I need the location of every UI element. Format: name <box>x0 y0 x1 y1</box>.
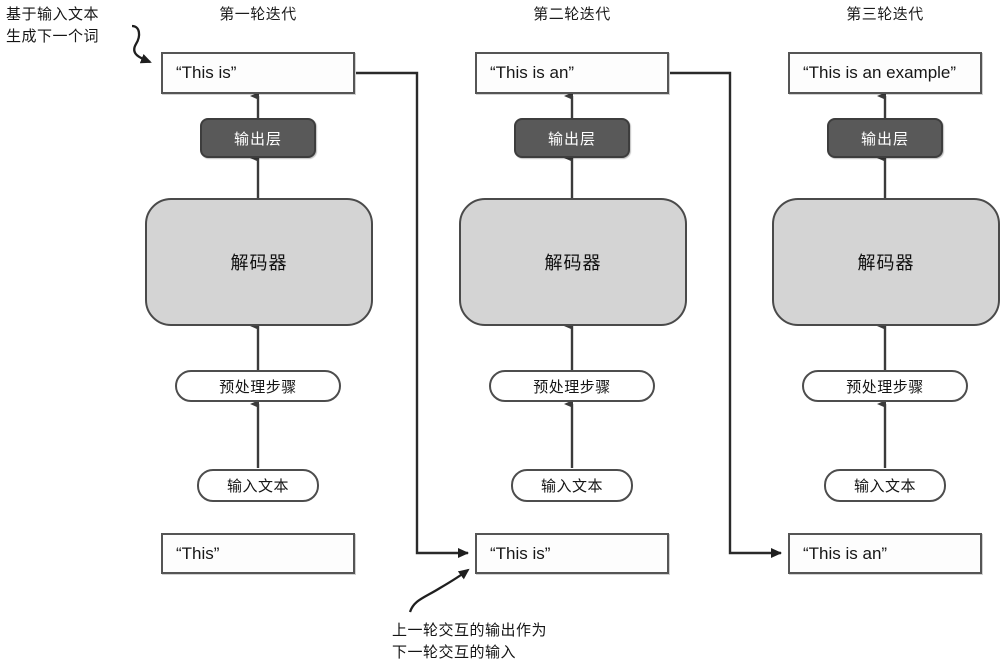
decoder-block-iteration-2: 解码器 <box>459 198 687 326</box>
curved-arrow-note-to-input-box <box>408 568 470 613</box>
output-layer-box-iteration-1: 输出层 <box>200 118 316 158</box>
input-prompt-box-iteration-1: “This” <box>161 533 355 574</box>
note-generate-next-word: 基于输入文本 生成下一个词 <box>6 6 100 45</box>
output-layer-box-iteration-3: 输出层 <box>827 118 943 158</box>
output-layer-box-iteration-2: 输出层 <box>514 118 630 158</box>
column-header-iteration-3: 第三轮迭代 <box>846 5 924 23</box>
column-header-iteration-2: 第二轮迭代 <box>533 5 611 23</box>
decoder-block-iteration-1: 解码器 <box>145 198 373 326</box>
input-prompt-box-iteration-2: “This is” <box>475 533 669 574</box>
decoder-block-iteration-3: 解码器 <box>772 198 1000 326</box>
input-prompt-box-iteration-3: “This is an” <box>788 533 982 574</box>
preprocess-box-iteration-2: 预处理步骤 <box>489 370 655 402</box>
feedback-connector-col1-to-col2 <box>356 71 469 558</box>
feedback-connector-col2-to-col3 <box>670 71 782 558</box>
generated-output-box-iteration-1: “This is” <box>161 52 355 94</box>
preprocess-box-iteration-3: 预处理步骤 <box>802 370 968 402</box>
curved-arrow-note-to-generated-box <box>131 24 152 64</box>
note-output-becomes-next-input: 上一轮交互的输出作为 下一轮交互的输入 <box>392 622 548 661</box>
preprocess-box-iteration-1: 预处理步骤 <box>175 370 341 402</box>
generated-output-box-iteration-2: “This is an” <box>475 52 669 94</box>
generated-output-box-iteration-3: “This is an example” <box>788 52 982 94</box>
input-text-box-iteration-2: 输入文本 <box>511 469 633 502</box>
input-text-box-iteration-3: 输入文本 <box>824 469 946 502</box>
column-header-iteration-1: 第一轮迭代 <box>219 5 297 23</box>
input-text-box-iteration-1: 输入文本 <box>197 469 319 502</box>
